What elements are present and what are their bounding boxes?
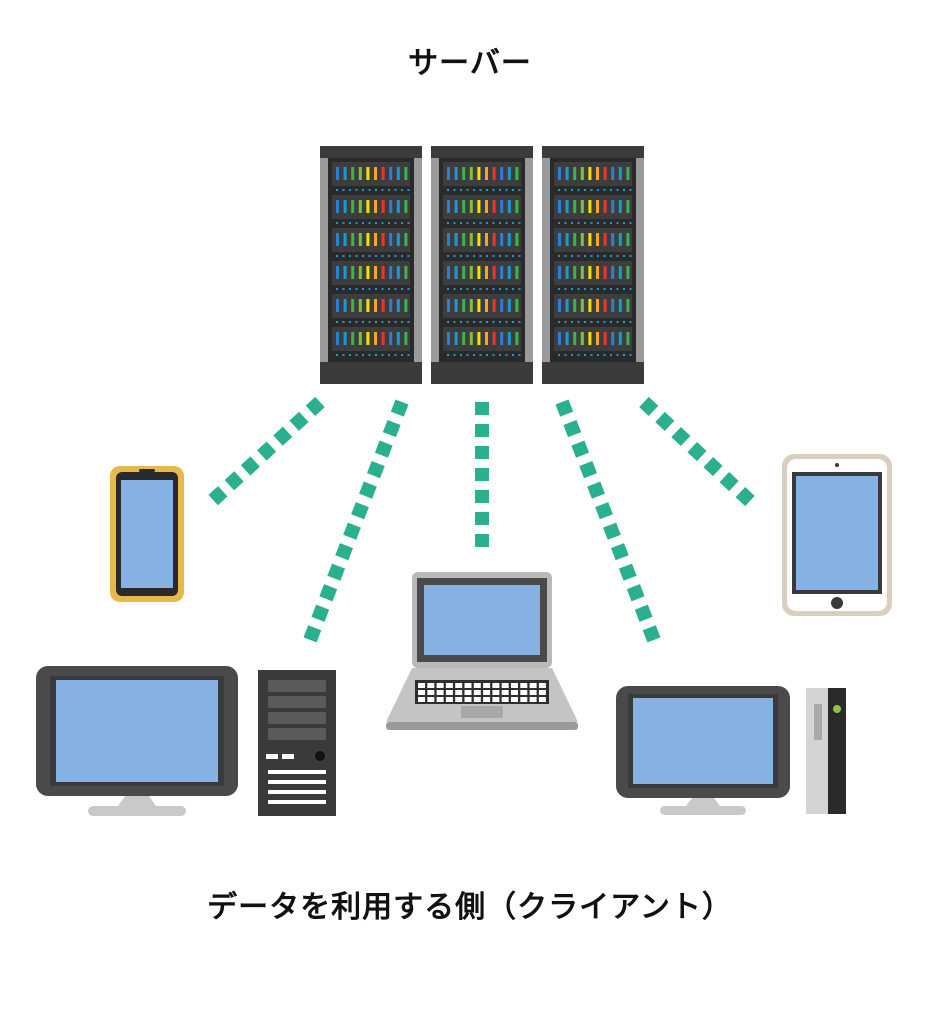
keyboard-key	[464, 690, 472, 695]
keyboard-key	[511, 697, 518, 702]
keyboard-key	[501, 683, 509, 688]
keyboard-key	[473, 690, 481, 695]
keyboard-key	[483, 697, 491, 702]
connections	[205, 396, 757, 643]
keyboard-key	[464, 697, 472, 702]
connection-to-slim-desktop-pc	[555, 399, 661, 643]
keyboard-key	[418, 697, 425, 702]
keyboard-key	[436, 697, 444, 702]
server-rack-icon	[542, 146, 644, 384]
server-group	[320, 146, 644, 384]
server-rack-icon	[431, 146, 533, 384]
keyboard-key	[427, 690, 435, 695]
desktop-pc-icon	[258, 670, 336, 816]
keyboard-key	[538, 697, 546, 702]
keyboard-key	[436, 690, 444, 695]
server-label: サーバー	[408, 46, 532, 81]
keyboard-key	[511, 690, 518, 695]
connection-to-desktop-tower-pc	[303, 399, 409, 643]
keyboard-key	[538, 690, 546, 695]
keyboard-key	[483, 690, 491, 695]
keyboard-key	[436, 683, 444, 688]
connection-to-smartphone	[205, 396, 325, 509]
keyboard-key	[427, 683, 435, 688]
keyboard-key	[427, 697, 435, 702]
tablet-icon	[782, 454, 892, 616]
keyboard-key	[418, 683, 425, 688]
keyboard-key	[455, 697, 463, 702]
keyboard-key	[473, 697, 481, 702]
connection-to-tablet	[639, 396, 757, 509]
keyboard-key	[520, 683, 528, 688]
keyboard-key	[501, 697, 509, 702]
laptop-icon	[386, 572, 578, 730]
desktop-pc-icon	[806, 688, 846, 814]
keyboard-key	[455, 683, 463, 688]
keyboard-key	[473, 683, 481, 688]
client-label: データを利用する側（クライアント）	[207, 890, 733, 925]
keyboard-key	[501, 690, 509, 695]
keyboard-key	[445, 690, 453, 695]
keyboard-key	[445, 683, 453, 688]
keyboard-key	[492, 697, 500, 702]
server-rack-icon	[320, 146, 422, 384]
smartphone-icon	[110, 466, 184, 602]
keyboard-key	[529, 683, 537, 688]
keyboard	[418, 683, 546, 702]
keyboard-key	[492, 690, 500, 695]
keyboard-key	[520, 697, 528, 702]
keyboard-key	[455, 690, 463, 695]
keyboard-key	[492, 683, 500, 688]
monitor-icon	[616, 686, 790, 815]
keyboard-key	[538, 683, 546, 688]
keyboard-key	[511, 683, 518, 688]
keyboard-key	[464, 683, 472, 688]
monitor-icon	[36, 666, 238, 816]
keyboard-key	[529, 690, 537, 695]
keyboard-key	[483, 683, 491, 688]
keyboard-key	[529, 697, 537, 702]
keyboard-key	[445, 697, 453, 702]
keyboard-key	[418, 690, 425, 695]
keyboard-key	[520, 690, 528, 695]
